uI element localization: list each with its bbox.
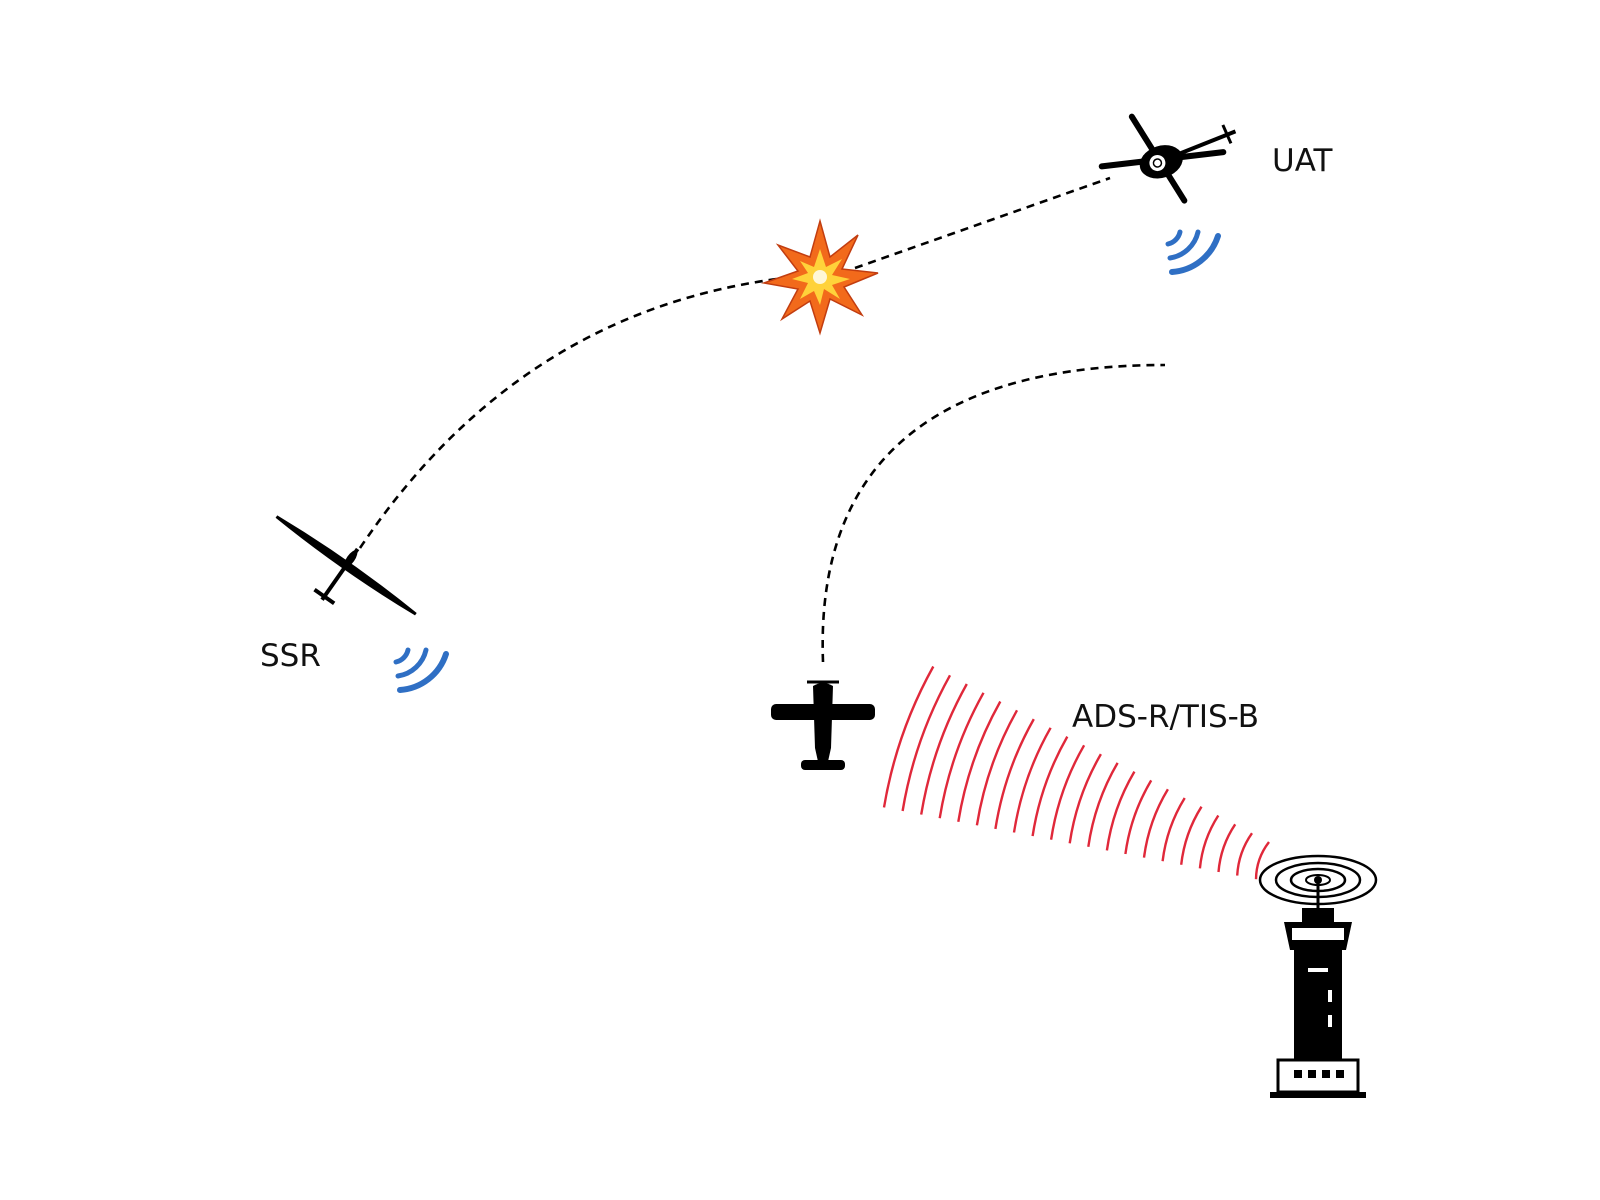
uplink-beam-arc: [1161, 797, 1186, 862]
uplink-beam-arc: [994, 718, 1035, 830]
uplink-beam-arc: [1142, 788, 1169, 858]
uplink-beam-arc: [1180, 806, 1203, 865]
uplink-beam-arc: [938, 692, 985, 819]
uplink-beam-arc: [901, 674, 952, 812]
uplink-beam-arc: [1068, 753, 1102, 844]
wireless-signal-icon: [393, 647, 449, 693]
uplink-beam-arc: [1012, 727, 1052, 833]
control-tower-icon: [1258, 854, 1378, 1098]
helicopter-trajectory: [854, 176, 1111, 270]
uplink-beam: [882, 665, 1270, 880]
wireless-signal-icon: [1165, 229, 1221, 275]
ssr-label: SSR: [260, 638, 321, 674]
airplane-icon: [771, 680, 875, 770]
airplane-trajectory: [821, 363, 1166, 663]
uplink-beam-arc: [1198, 814, 1220, 869]
uplink-beam-arc: [1236, 832, 1253, 876]
uplink-beam-arc: [1124, 779, 1153, 855]
uplink-beam-arc: [1087, 762, 1119, 847]
uplink-beam-arc: [1217, 823, 1237, 873]
uplink-beam-arc: [1254, 841, 1270, 880]
glider-trajectory: [358, 276, 786, 549]
uplink-beam-arc: [920, 683, 968, 815]
ads-r-tis-b-label: ADS-R/TIS-B: [1072, 699, 1260, 735]
uplink-beam-arc: [882, 665, 935, 808]
collision-burst-icon: [761, 218, 879, 336]
uplink-beam-arc: [1105, 770, 1136, 851]
uplink-beam-arc: [975, 709, 1019, 826]
helicopter-icon: [1098, 113, 1237, 204]
glider-icon: [275, 515, 417, 616]
uplink-beam-arc: [957, 700, 1002, 822]
uat-label: UAT: [1272, 143, 1333, 179]
uplink-beam-arc: [1049, 744, 1086, 840]
uplink-beam-arc: [1031, 736, 1069, 837]
